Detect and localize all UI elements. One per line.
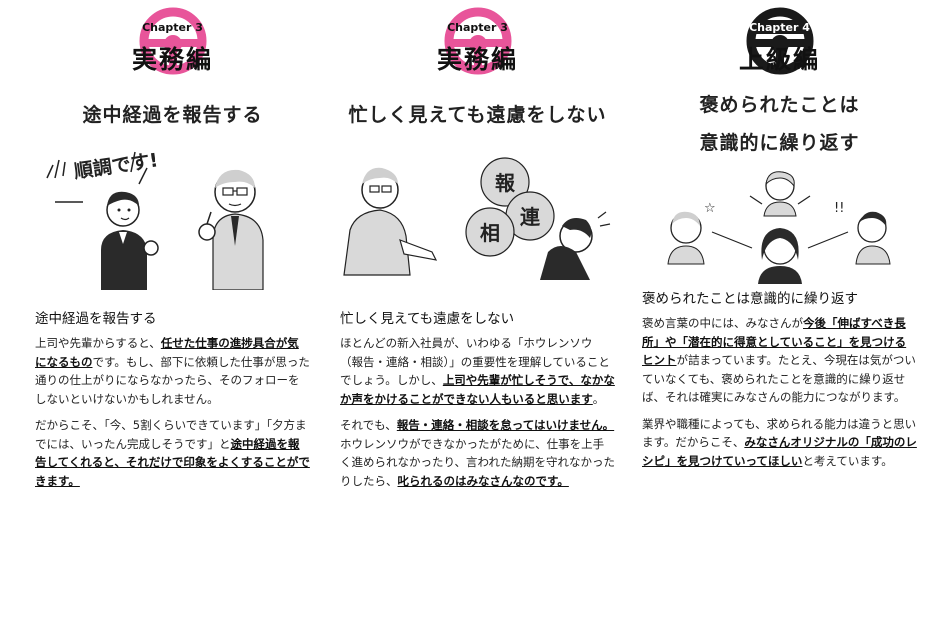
paragraph: ほとんどの新入社員が、いわゆる「ホウレンソウ（報告・連絡・相談）」の重要性を理解… (340, 334, 615, 408)
steering-wheel-icon (444, 7, 511, 75)
body-run: だからこそ、「今、5割くらいできています」「夕方までには、いったん完成しそうです… (35, 418, 307, 451)
subtitle: 忙しく見えても遠慮をしない (340, 311, 515, 327)
emphasis-text: 任せた仕事の進捗具合が気になるもの (35, 336, 299, 369)
praise-illustration: ☆ !! (667, 171, 891, 284)
illustration-report: 順調です! (35, 140, 310, 291)
steering-wheel-icon (139, 7, 206, 75)
body-run: ほとんどの新入社員が、いわゆる「ホウレンソウ（報告・連絡・相談）」の重要性を理解… (340, 336, 610, 387)
emphasis-text: 報告・連絡・相談を怠ってはいけません。 (396, 418, 615, 432)
chapter-badge: Chapter 3 実務編 (35, 0, 310, 82)
steering-wheel-icon (746, 7, 813, 75)
body-run: 上司や先輩からすると、 (35, 336, 161, 350)
chapter-label: Chapter 3 (142, 21, 203, 34)
paragraph: それでも、報告・連絡・相談を怠ってはいけません。ホウレンソウができなかったがため… (340, 416, 615, 490)
body-run: が詰まっています。たとえ、今現在は気がついていなくても、褒められたことを意識的に… (642, 353, 916, 404)
illustration-praise: ☆ !! (642, 164, 917, 284)
body-text: ほとんどの新入社員が、いわゆる「ホウレンソウ（報告・連絡・相談）」の重要性を理解… (340, 334, 615, 490)
bubble-contact: 連 (520, 205, 541, 229)
emphasis-text: みなさんオリジナルの「成功のレシピ」を見つけていってほしい (642, 435, 917, 468)
column-repeat-praise: Chapter 4 上級編 褒められたことは 意識的に繰り返す ☆ !! (642, 0, 917, 470)
column-heading: 忙しく見えても遠慮をしない (348, 104, 607, 126)
subtitle: 褒められたことは意識的に繰り返す (642, 291, 858, 307)
emphasis-text: 今後「伸ばすべき長所」や「潜在的に得意としていること」を見つけるヒント (642, 316, 907, 367)
column-dont-hesitate: Chapter 3 実務編 忙しく見えても遠慮をしない 報 連 相 (340, 0, 615, 490)
body-run: です。もし、部下に依頼した仕事が思った通りの仕上がりにならなかったら、そのフォロ… (35, 354, 310, 406)
chapter-badge: Chapter 3 実務編 (340, 0, 615, 82)
paragraph: 褒め言葉の中には、みなさんが今後「伸ばすべき長所」や「潜在的に得意としていること… (642, 314, 917, 407)
body-run: 。 (592, 391, 605, 406)
body-run: と考えています。 (802, 453, 893, 468)
section-label: 実務編 (436, 45, 518, 74)
paragraph: だからこそ、「今、5割くらいできています」「夕方までには、いったん完成しそうです… (35, 416, 310, 490)
busy-illustration: 報 連 相 (343, 157, 611, 280)
bubble-consult: 相 (480, 221, 500, 245)
column-heading-line2: 意識的に繰り返す (699, 132, 860, 154)
section-label: 実務編 (131, 45, 213, 74)
illustration-busy: 報 連 相 (340, 140, 615, 290)
svg-text:☆: ☆ (704, 201, 716, 216)
column-report-progress: Chapter 3 実務編 途中経過を報告する 順調です! (35, 0, 310, 490)
svg-text:!!: !! (834, 201, 844, 216)
subtitle: 途中経過を報告する (35, 311, 157, 327)
chapter-label: Chapter 4 (749, 21, 810, 34)
section-label: 上級編 (738, 45, 820, 74)
body-run: 業界や職種によっても、求められる能力は違うと思います。だからこそ、 (642, 416, 917, 450)
body-text: 上司や先輩からすると、任せた仕事の進捗具合が気になるものです。もし、部下に依頼し… (35, 334, 310, 490)
column-heading-line1: 褒められたことは (699, 94, 860, 116)
body-run: それでも、 (340, 418, 397, 432)
chapter-label: Chapter 3 (447, 21, 508, 34)
emphasis-text: 途中経過を報告してくれると、それだけで印象をよくすることができます。 (35, 436, 310, 488)
bubble-report: 報 (495, 171, 516, 195)
body-run: 褒め言葉の中には、みなさんが (642, 316, 803, 330)
speech-text: 順調です! (72, 148, 159, 183)
chapter-badge: Chapter 4 上級編 (642, 0, 917, 82)
report-illustration: 順調です! (46, 148, 264, 291)
emphasis-text: 上司や先輩が忙しそうで、なかなか声をかけることができない人もいると思います (340, 373, 615, 406)
paragraph: 上司や先輩からすると、任せた仕事の進捗具合が気になるものです。もし、部下に依頼し… (35, 334, 310, 408)
body-text: 褒め言葉の中には、みなさんが今後「伸ばすべき長所」や「潜在的に得意としていること… (642, 314, 917, 470)
paragraph: 業界や職種によっても、求められる能力は違うと思います。だからこそ、みなさんオリジ… (642, 415, 917, 471)
emphasis-text: 叱られるのはみなさんなのです。 (397, 473, 569, 488)
body-run: ホウレンソウができなかったがために、仕事を上手く進められなかったり、言われた納期… (340, 436, 615, 488)
column-heading: 途中経過を報告する (82, 104, 263, 126)
